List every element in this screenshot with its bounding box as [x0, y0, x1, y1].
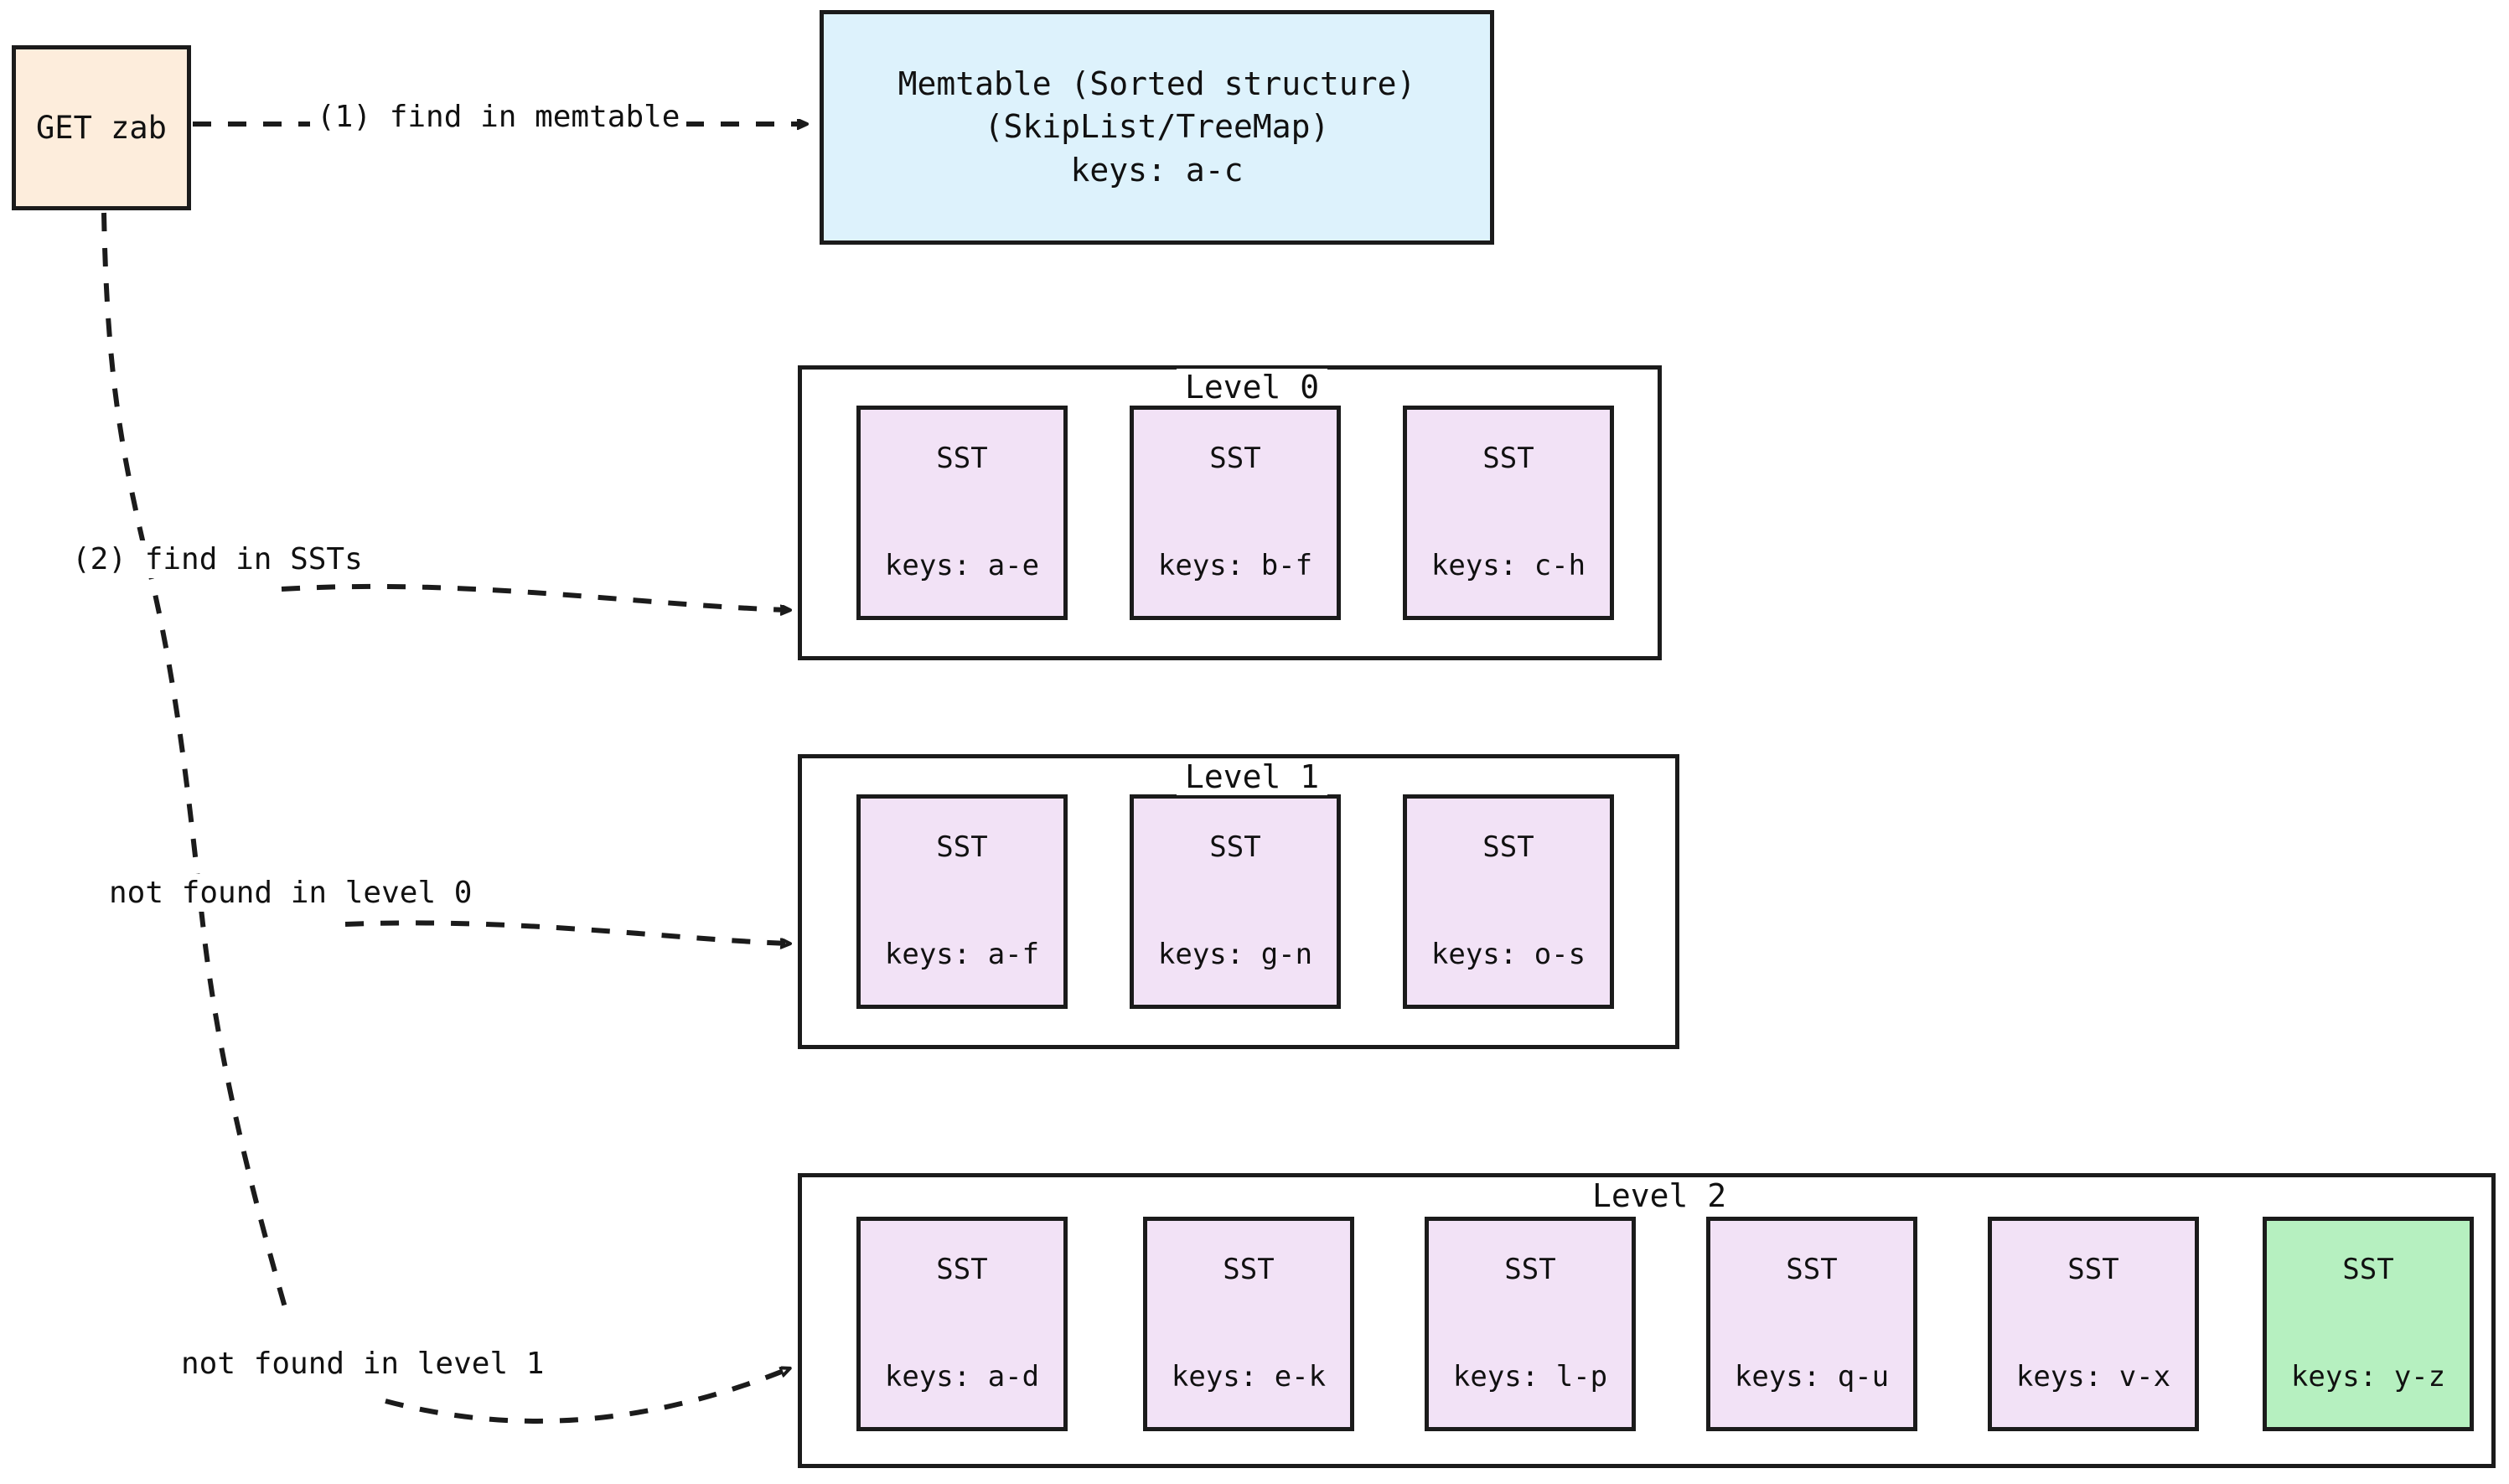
memtable-line-2: (SkipList/TreeMap) [984, 108, 1330, 146]
sst-title: SST [1482, 830, 1534, 864]
sst-box[interactable]: SST keys: c-h [1403, 406, 1614, 620]
sst-box[interactable]: SST keys: a-e [856, 406, 1068, 620]
sst-box[interactable]: SST keys: b-f [1130, 406, 1341, 620]
sst-keys: keys: e-k [1171, 1360, 1327, 1394]
sst-keys: keys: y-z [2290, 1360, 2446, 1394]
sst-keys: keys: c-h [1430, 549, 1586, 582]
sst-title: SST [1223, 1253, 1275, 1286]
sst-box[interactable]: SST keys: q-u [1706, 1217, 1917, 1431]
sst-box[interactable]: SST keys: l-p [1425, 1217, 1636, 1431]
sst-title: SST [936, 442, 988, 475]
edge-label-find-in-memtable: (1) find in memtable [310, 98, 687, 136]
level-1-label: Level 1 [1177, 758, 1328, 795]
sst-keys: keys: g-n [1157, 938, 1313, 971]
level-0-label: Level 0 [1177, 369, 1328, 406]
sst-title: SST [1786, 1253, 1838, 1286]
sst-title: SST [936, 1253, 988, 1286]
sst-box[interactable]: SST keys: a-f [856, 794, 1068, 1009]
edge-label-not-found-level0: not found in level 0 [102, 874, 479, 912]
sst-box-found[interactable]: SST keys: y-z [2263, 1217, 2474, 1431]
sst-title: SST [936, 830, 988, 864]
sst-title: SST [2067, 1253, 2119, 1286]
edge-not-found-level0 [344, 920, 788, 944]
sst-title: SST [1209, 830, 1261, 864]
sst-title: SST [1482, 442, 1534, 475]
memtable-line-3: keys: a-c [1070, 151, 1244, 189]
sst-keys: keys: o-s [1430, 938, 1586, 971]
sst-keys: keys: a-f [884, 938, 1040, 971]
sst-keys: keys: b-f [1157, 549, 1313, 582]
memtable-node[interactable]: Memtable (Sorted structure) (SkipList/Tr… [820, 10, 1494, 245]
sst-keys: keys: a-d [884, 1360, 1040, 1394]
edge-trunk [101, 212, 287, 1308]
memtable-line-1: Memtable (Sorted structure) [898, 65, 1416, 103]
sst-box[interactable]: SST keys: a-d [856, 1217, 1068, 1431]
sst-title: SST [1209, 442, 1261, 475]
sst-title: SST [1504, 1253, 1556, 1286]
edge-find-in-ssts [281, 583, 788, 610]
sst-box[interactable]: SST keys: v-x [1988, 1217, 2199, 1431]
sst-keys: keys: l-p [1452, 1360, 1608, 1394]
get-request-label: GET zab [36, 109, 167, 146]
get-request-node[interactable]: GET zab [12, 45, 191, 210]
sst-box[interactable]: SST keys: g-n [1130, 794, 1341, 1009]
edge-label-find-in-ssts: (2) find in SSTs [65, 540, 370, 578]
sst-title: SST [2342, 1253, 2394, 1286]
edge-label-not-found-level1: not found in level 1 [174, 1345, 551, 1383]
level-2-container [798, 1173, 2496, 1468]
sst-box[interactable]: SST keys: o-s [1403, 794, 1614, 1009]
sst-keys: keys: a-e [884, 549, 1040, 582]
sst-box[interactable]: SST keys: e-k [1143, 1217, 1354, 1431]
level-2-label: Level 2 [1584, 1177, 1736, 1214]
sst-keys: keys: q-u [1734, 1360, 1890, 1394]
sst-keys: keys: v-x [2015, 1360, 2171, 1394]
